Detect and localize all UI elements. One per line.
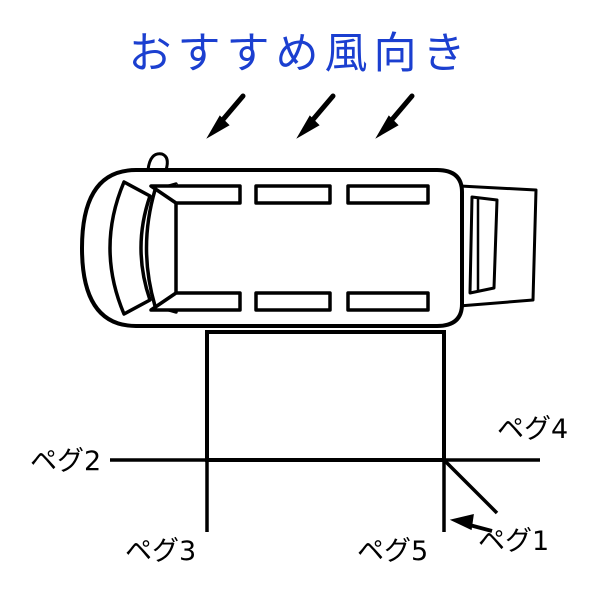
van-top-view <box>80 152 538 328</box>
roof-bar-top-3 <box>346 184 430 205</box>
wind-arrow-3 <box>375 93 415 139</box>
wind-direction-arrows <box>206 93 415 139</box>
roof-bar-top-1 <box>149 184 242 205</box>
roof-bars-top <box>149 184 430 205</box>
wind-arrow-2 <box>296 93 336 139</box>
rear-door-panel <box>457 184 538 308</box>
roof-bars-bottom <box>149 291 430 312</box>
peg-label-4: ペグ4 <box>497 414 568 445</box>
roof-bar-bottom-3 <box>346 291 430 312</box>
page-title: おすすめ風向き <box>129 29 472 79</box>
peg-label-2: ペグ2 <box>30 446 101 477</box>
guy-lines <box>110 332 540 532</box>
peg-label-3: ペグ3 <box>125 536 196 567</box>
peg-label-1: ペグ1 <box>478 526 549 557</box>
peg-labels: ペグ2 ペグ3 ペグ4 ペグ5 ペグ1 <box>30 414 568 567</box>
wind-arrow-1 <box>206 93 246 139</box>
peg-label-5: ペグ5 <box>357 536 428 567</box>
roof-bar-bottom-1 <box>149 291 242 312</box>
windshield-outer <box>108 180 152 316</box>
peg1-pointer-arrow <box>449 514 493 533</box>
windshield-inner <box>144 182 178 314</box>
guyline-diagonal-peg1 <box>442 458 499 515</box>
roof-antenna-icon <box>146 152 169 172</box>
roof-bar-top-2 <box>254 184 332 205</box>
roof-bar-bottom-2 <box>254 291 332 312</box>
